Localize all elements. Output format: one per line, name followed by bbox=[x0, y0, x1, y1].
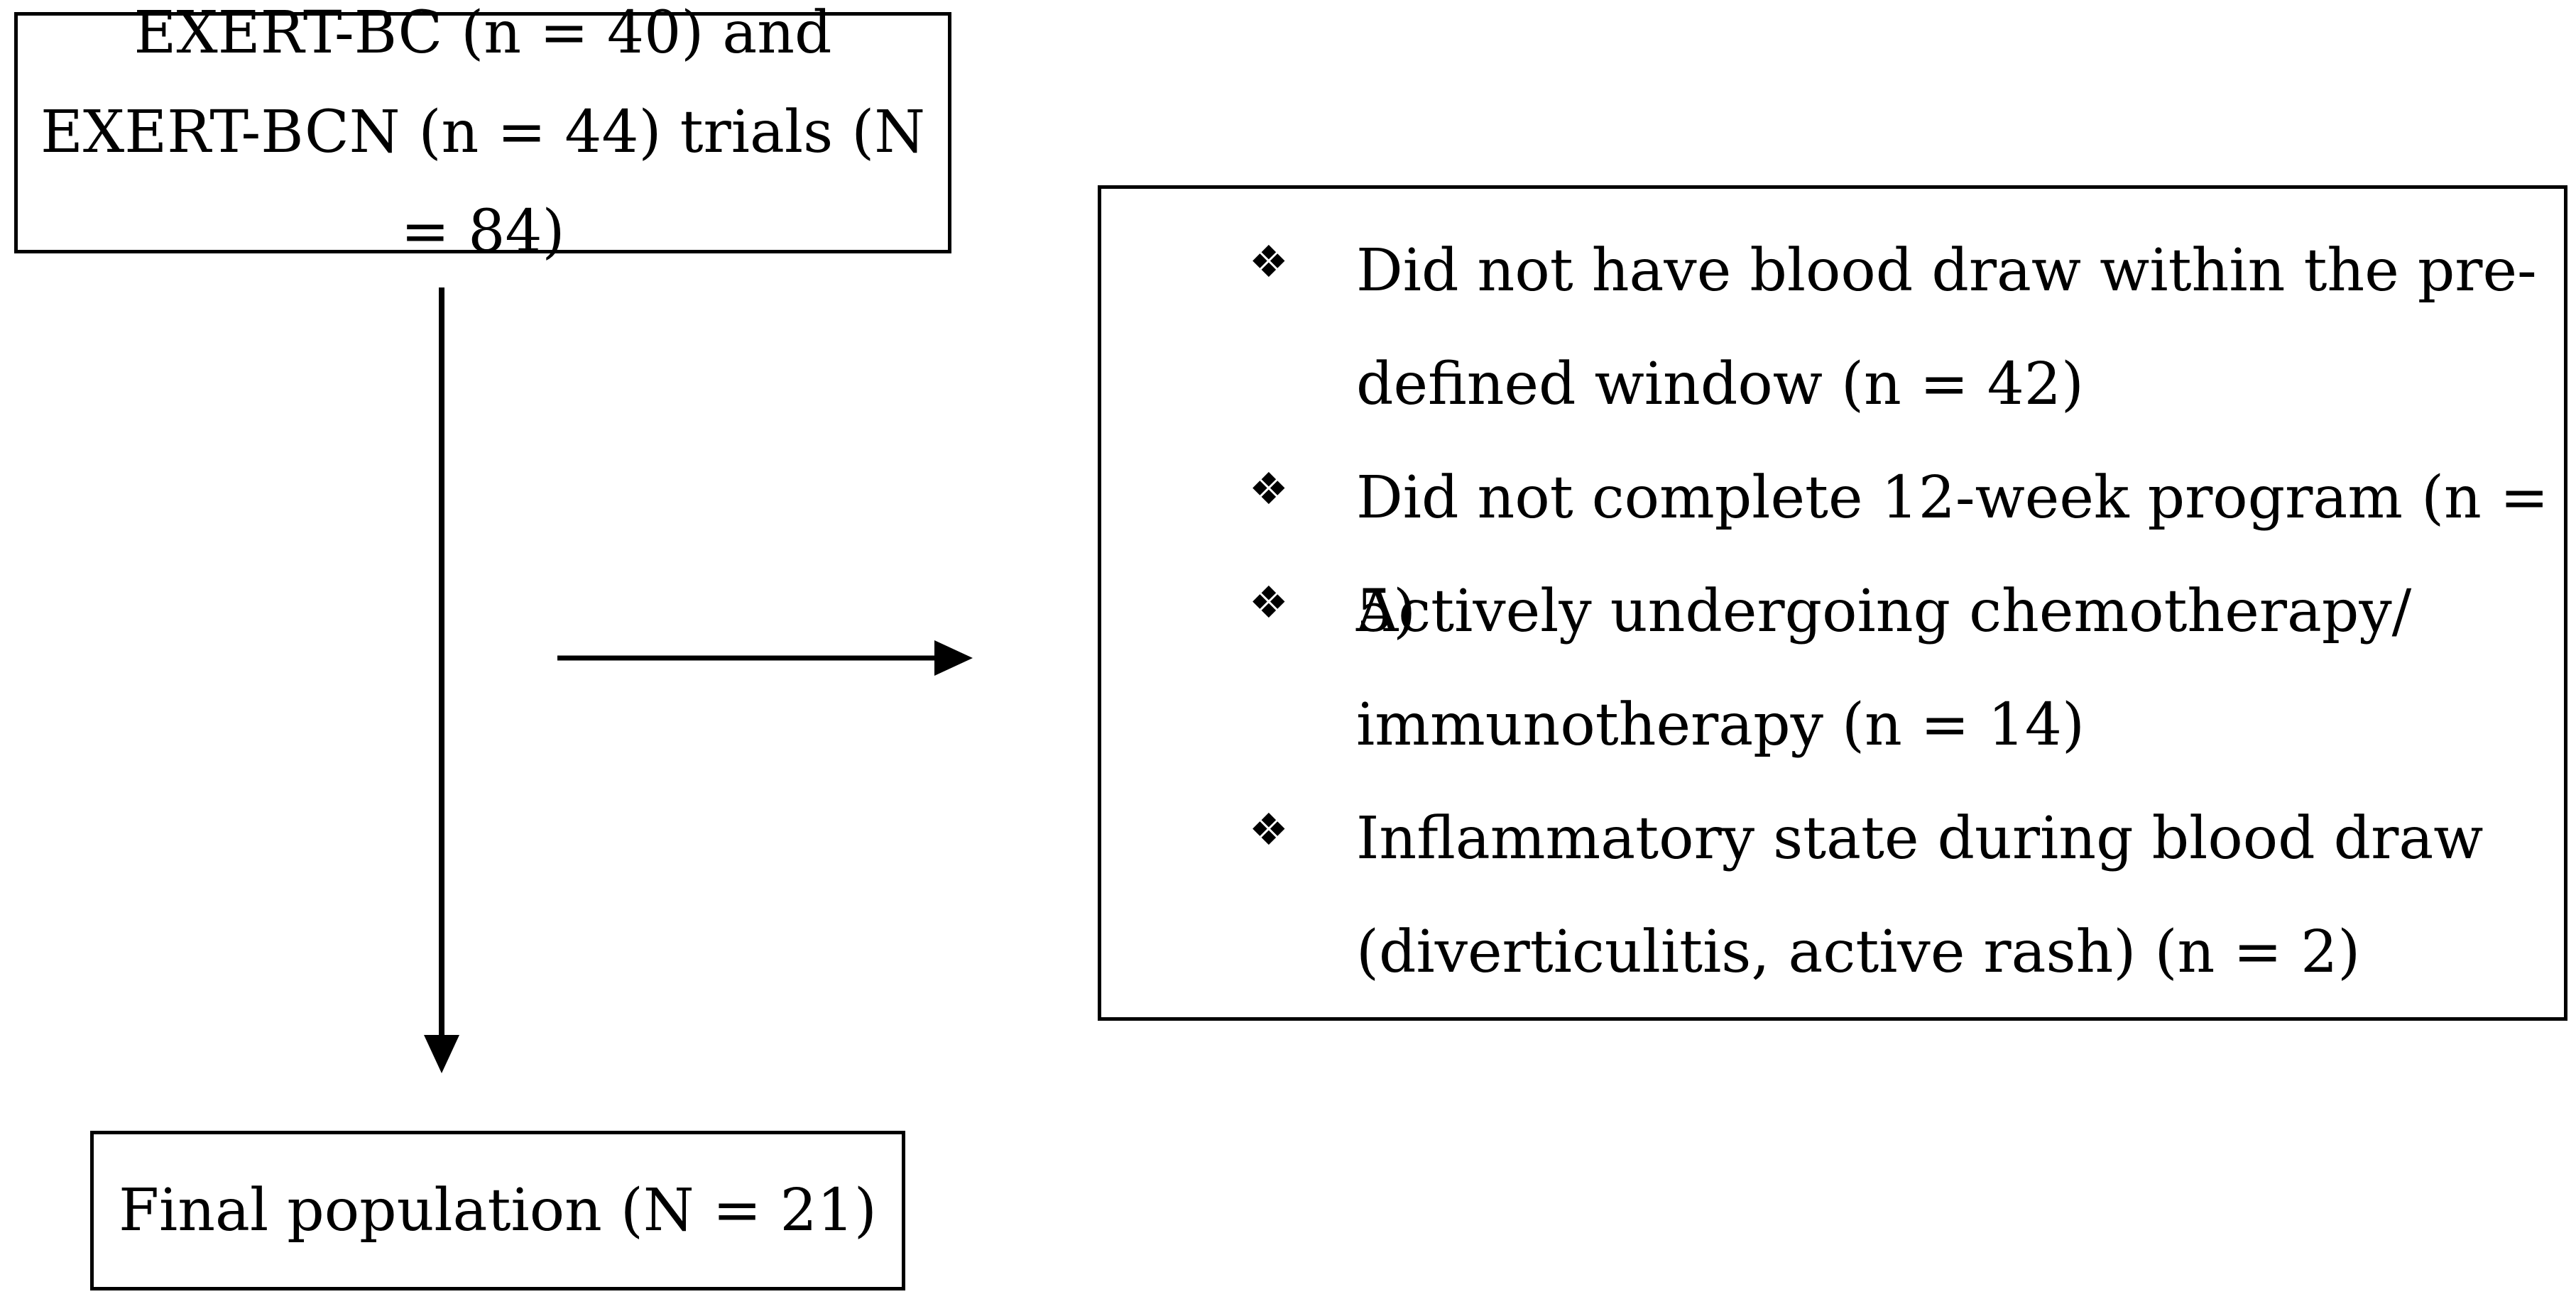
exclusion-box: ❖ Did not have blood draw within the pre… bbox=[1098, 185, 2567, 1021]
final-population-box: Final population (N = 21) bbox=[90, 1131, 905, 1290]
exclusion-text: Did not complete 12-week program (n = 5) bbox=[1356, 464, 2549, 645]
final-population-text: Final population (N = 21) bbox=[119, 1176, 877, 1244]
exclusion-list: ❖ Did not have blood draw within the pre… bbox=[1101, 189, 2564, 1017]
diamond-bullet-icon: ❖ bbox=[1249, 463, 1289, 515]
vertical-arrow bbox=[424, 287, 459, 1073]
exclusion-text: Inflammatory state during blood draw (di… bbox=[1356, 805, 2484, 986]
enrollment-box: EXERT-BC (n = 40) and EXERT-BCN (n = 44)… bbox=[14, 0, 951, 265]
exclusion-arrow bbox=[557, 640, 973, 676]
exclusion-text: Actively undergoing chemotherapy/ immuno… bbox=[1356, 578, 2412, 759]
exclusion-text: Did not have blood draw within the pre-d… bbox=[1356, 237, 2537, 418]
enrollment-text: EXERT-BC (n = 40) and EXERT-BCN (n = 44)… bbox=[40, 0, 925, 265]
diamond-bullet-icon: ❖ bbox=[1249, 236, 1289, 287]
diamond-bullet-icon: ❖ bbox=[1249, 576, 1289, 628]
diamond-bullet-icon: ❖ bbox=[1249, 804, 1289, 855]
